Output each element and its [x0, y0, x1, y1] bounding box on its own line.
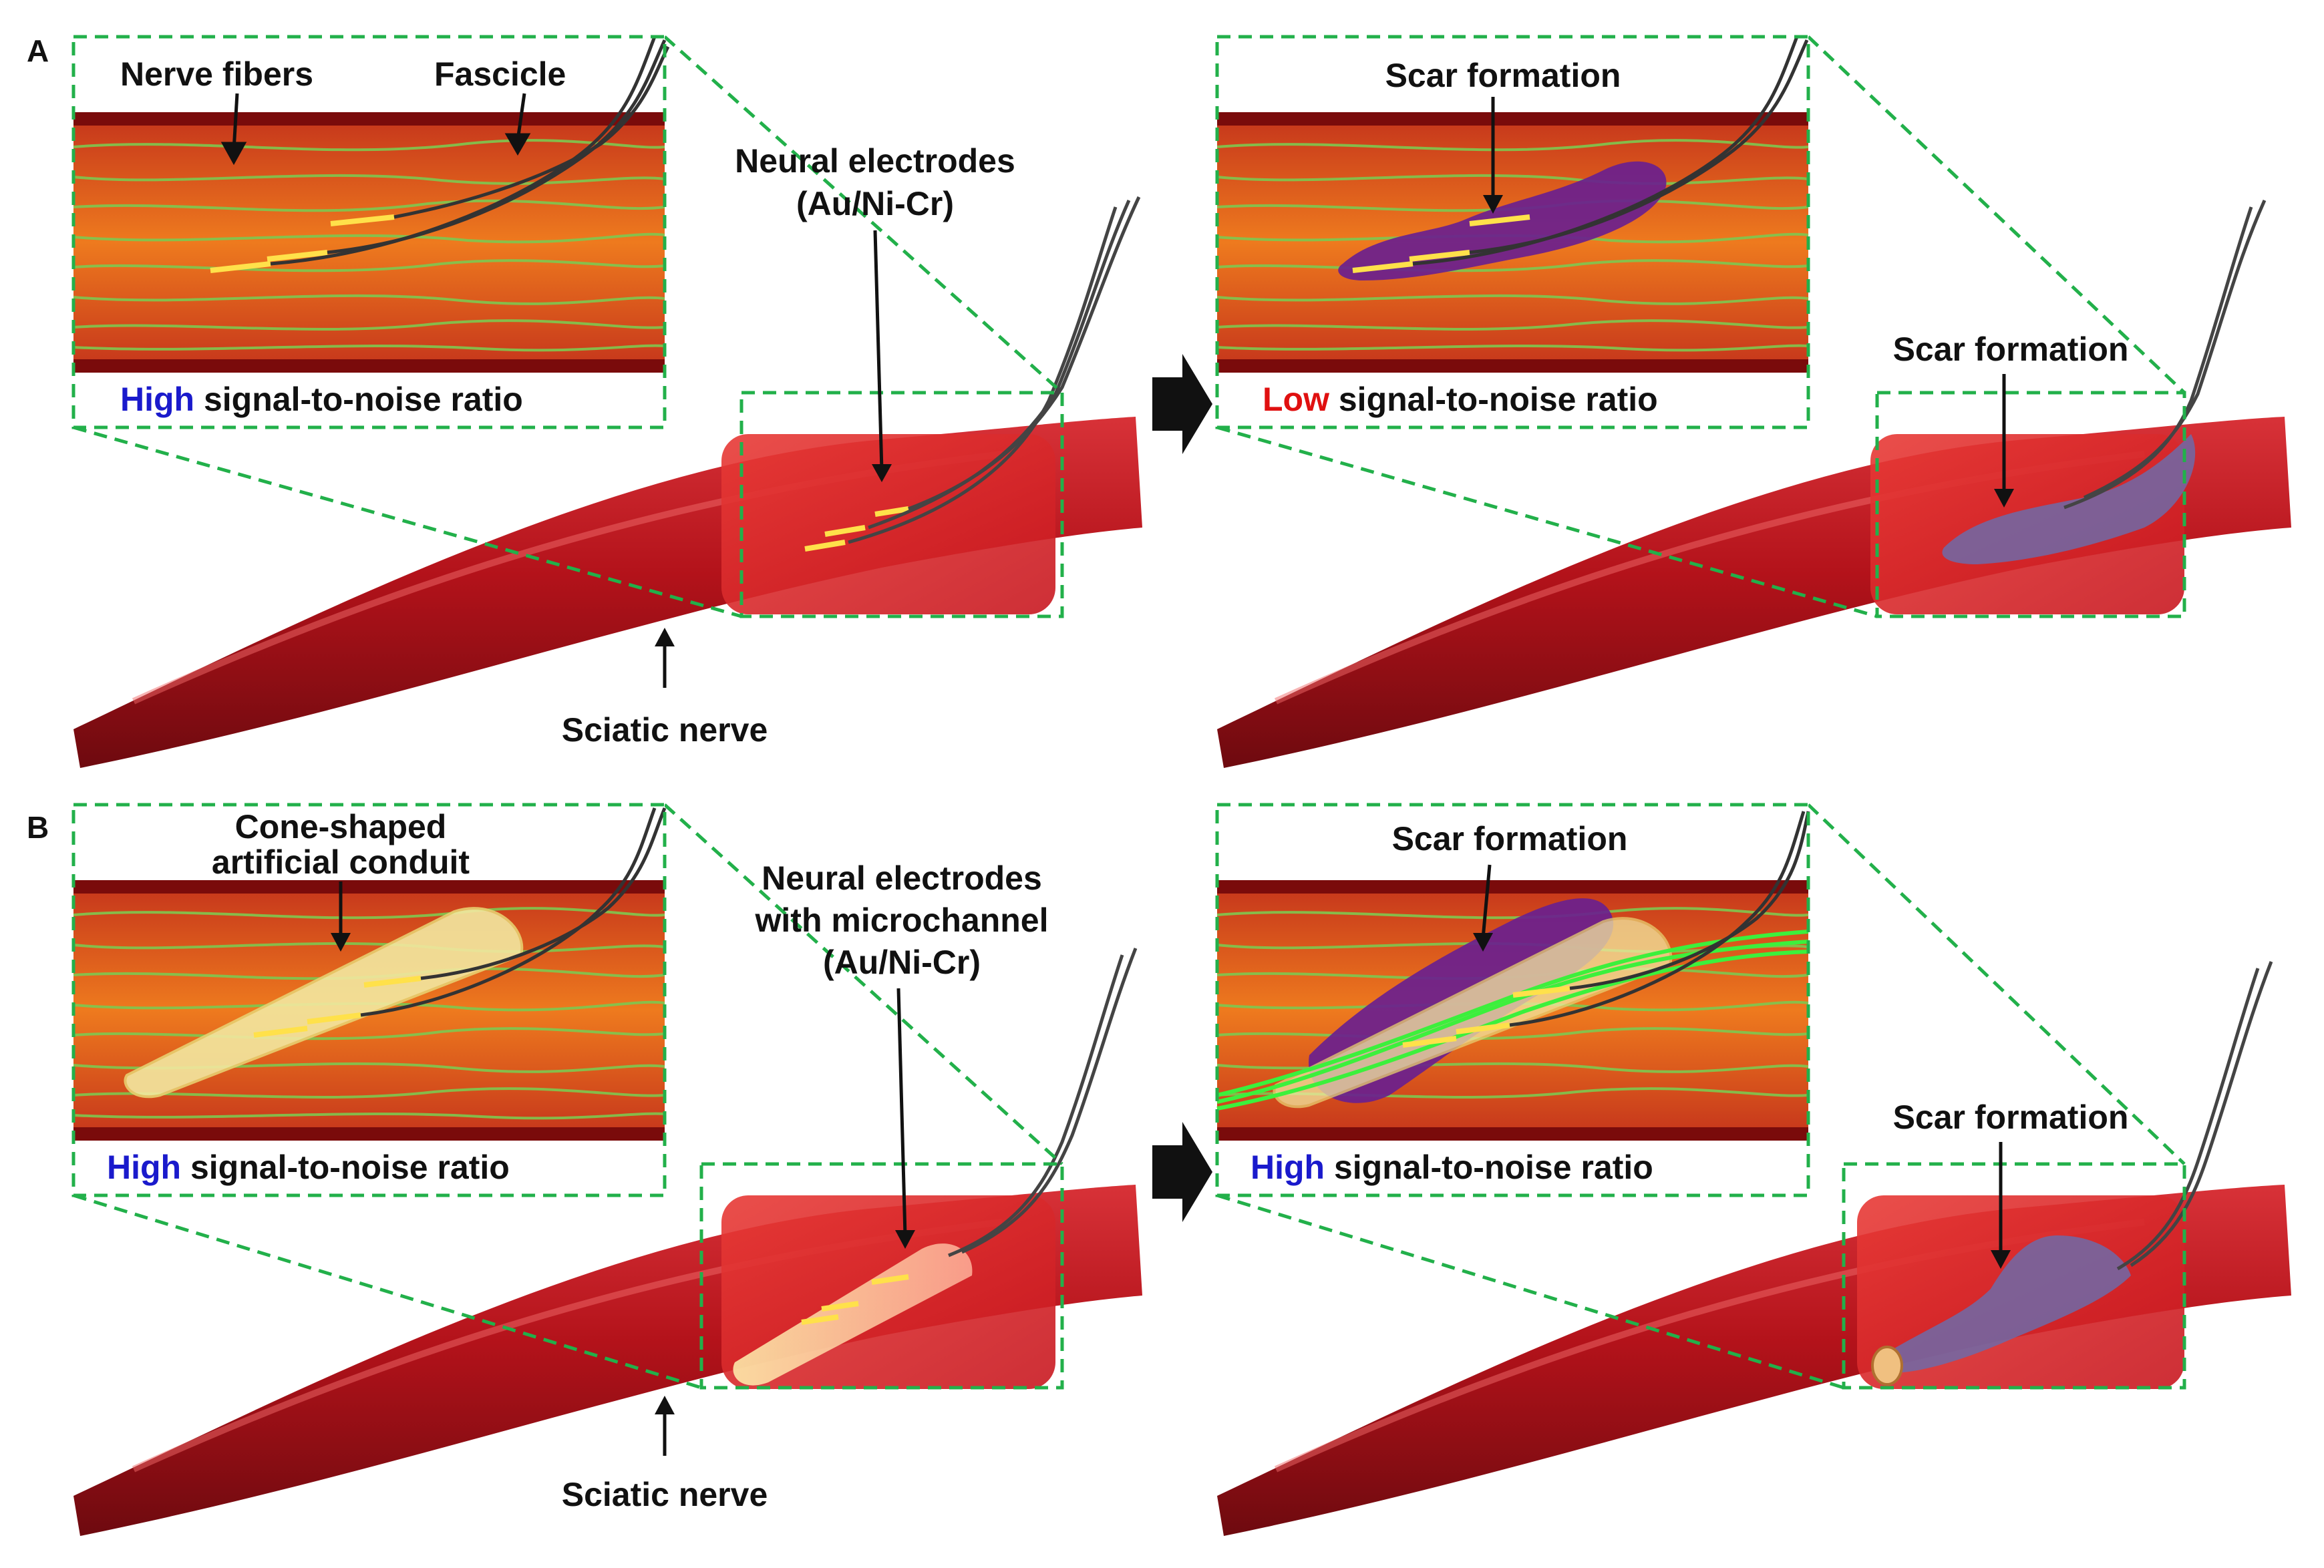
inset-electrodes	[210, 214, 395, 273]
conduit-label-line2: artificial conduit	[212, 843, 470, 881]
panel-b-left-scene: Cone-shaped artificial conduit High sign…	[71, 803, 1142, 1536]
nerve-fibers-label: Nerve fibers	[120, 55, 313, 93]
electrode-label-line1: Neural electrodes	[735, 142, 1015, 180]
inset: Cone-shaped artificial conduit High sign…	[71, 803, 667, 1197]
transition-arrow	[1152, 1122, 1212, 1222]
inset-arrows	[220, 93, 531, 166]
sciatic-nerve-label: Sciatic nerve	[562, 628, 768, 749]
sciatic-nerve-label: Sciatic nerve	[562, 1396, 768, 1513]
panel-a: A	[27, 33, 2291, 768]
fascicle-label: Fascicle	[434, 55, 566, 93]
inset: Nerve fibers Fascicle High signal-to-noi…	[71, 35, 670, 429]
transition-arrow	[1152, 354, 1212, 454]
electrode-label-line2: with microchannel	[755, 902, 1049, 939]
nerve-fibers	[73, 139, 665, 352]
inset-electrodes	[1402, 986, 1570, 1048]
inset-arrow	[1483, 97, 1503, 214]
zoom-box	[73, 35, 1064, 618]
sciatic-nerve-text: Sciatic nerve	[562, 711, 768, 749]
zoom-box	[1216, 35, 2186, 618]
zoom-box	[73, 803, 1064, 1390]
panel-a-right-scene: Scar formation Low signal-to-noise ratio…	[1215, 35, 2291, 768]
snr-label: Low signal-to-noise ratio	[1263, 381, 1658, 418]
electrode-label: Neural electrodes (Au/Ni-Cr)	[735, 142, 1015, 482]
snr-text: signal-to-noise ratio	[1325, 1149, 1653, 1186]
snr-high: High	[120, 381, 194, 418]
snr-label: High signal-to-noise ratio	[1251, 1149, 1653, 1186]
nerve-scar-label: Scar formation	[1893, 1099, 2129, 1269]
snr-label: High signal-to-noise ratio	[120, 381, 523, 418]
implanted-conduit	[733, 1243, 973, 1386]
conduit-opening	[1871, 1346, 1903, 1386]
conduit-label-line1: Cone-shaped	[235, 808, 447, 845]
nerve-scar-label: Scar formation	[1893, 331, 2129, 508]
cone-conduit	[124, 907, 524, 1099]
implanted-electrodes	[801, 1274, 909, 1325]
electrode-label-line3: (Au/Ni-Cr)	[823, 944, 981, 981]
panel-letter: A	[27, 33, 49, 68]
snr-text: signal-to-noise ratio	[181, 1149, 510, 1186]
panel-b: B	[27, 803, 2291, 1536]
snr-label: High signal-to-noise ratio	[107, 1149, 510, 1186]
electrode-wires	[2063, 199, 2267, 510]
zoom-box	[1216, 803, 2186, 1390]
electrode-label-line1: Neural electrodes	[762, 859, 1042, 897]
electrode-wires	[948, 948, 1138, 1257]
scar-formation-label: Scar formation	[1385, 57, 1621, 94]
snr-text: signal-to-noise ratio	[1329, 381, 1658, 418]
scar-formation-label: Scar formation	[1392, 820, 1628, 857]
electrode-wires	[2116, 961, 2273, 1271]
snr-low: Low	[1263, 381, 1329, 418]
electrode-wires	[848, 196, 1141, 544]
panel-letter: B	[27, 810, 49, 845]
inset-wires	[1509, 811, 1810, 1027]
sciatic-nerve-text: Sciatic nerve	[562, 1476, 768, 1513]
inset-wires	[270, 36, 670, 266]
snr-high: High	[107, 1149, 181, 1186]
snr-high: High	[1251, 1149, 1325, 1186]
implanted-electrodes	[804, 506, 909, 552]
panel-b-right-scene: Scar formation High signal-to-noise rati…	[1215, 803, 2291, 1536]
electrode-label-line2: (Au/Ni-Cr)	[796, 185, 954, 222]
nerve-fibers	[1216, 139, 1809, 352]
panel-a-left-scene: Nerve fibers Fascicle High signal-to-noi…	[71, 35, 1142, 768]
scar-tissue	[1942, 434, 2196, 564]
snr-text: signal-to-noise ratio	[194, 381, 523, 418]
inset: Scar formation Low signal-to-noise ratio	[1215, 35, 1810, 429]
inset-electrodes	[253, 976, 422, 1038]
nerve-scar-text: Scar formation	[1893, 1099, 2129, 1136]
inset-electrodes	[1352, 214, 1530, 273]
inset-arrow	[1473, 864, 1493, 952]
inset: Scar formation High signal-to-noise rati…	[1215, 803, 1810, 1197]
inset-wires	[360, 807, 667, 1017]
nerve-scar-text: Scar formation	[1893, 331, 2129, 368]
inset-wires	[1412, 36, 1809, 266]
inset-arrow	[331, 881, 351, 952]
electrode-label: Neural electrodes with microchannel (Au/…	[755, 859, 1049, 1249]
scar-tissue	[1877, 1235, 2131, 1373]
